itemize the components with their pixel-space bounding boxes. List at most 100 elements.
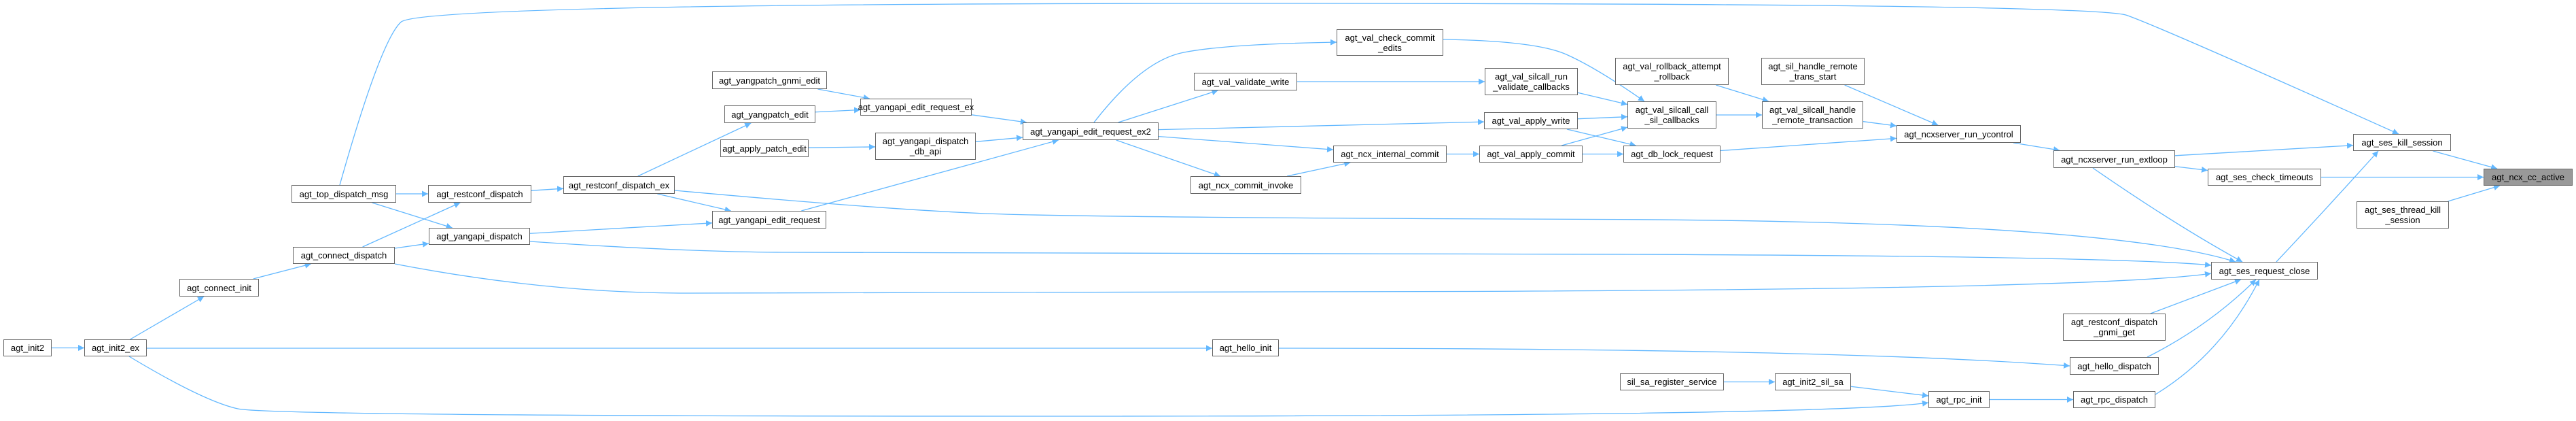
edge-agt_restconf_dispatch-to-agt_restconf_dispatch_ex (531, 186, 564, 192)
node-label: agt_sil_handle_remote _trans_start (1768, 61, 1858, 82)
node-label: agt_init2_ex (91, 343, 140, 353)
edge-agt_val_rollback_attempt_rollback-to-agt_val_silcall_handle_remote_transaction (1715, 84, 1769, 103)
node-agt-init2-ex[interactable]: agt_init2_ex (84, 339, 147, 356)
node-agt-val-check-commit-edits[interactable]: agt_val_check_commit _edits (1337, 29, 1443, 56)
node-label: agt_ncx_cc_active (2492, 172, 2564, 182)
edge-agt_yangapi_dispatch_db_api-to-agt_yangapi_edit_request_ex2 (975, 135, 1023, 142)
node-agt-val-silcall-run-validate-callbacks[interactable]: agt_val_silcall_run _validate_callbacks (1485, 68, 1578, 95)
node-label: agt_yangapi_edit_request_ex (858, 102, 974, 112)
node-label: agt_yangpatch_edit (731, 109, 809, 120)
node-label: agt_val_apply_write (1492, 116, 1570, 126)
node-sil-sa-register-service[interactable]: sil_sa_register_service (1620, 373, 1724, 390)
edge-agt_rpc_dispatch-to-agt_ses_request_close (2155, 279, 2260, 395)
edge-agt_yangapi_dispatch-to-agt_ses_request_close (529, 241, 2212, 268)
node-agt-ncxserver-run-extloop[interactable]: agt_ncxserver_run_extloop (2053, 150, 2175, 168)
node-agt-val-silcall-handle-remote-transaction[interactable]: agt_val_silcall_handle _remote_transacti… (1762, 101, 1863, 129)
node-agt-connect-dispatch[interactable]: agt_connect_dispatch (293, 247, 395, 264)
node-agt-ses-thread-kill-session[interactable]: agt_ses_thread_kill _session (2357, 201, 2449, 229)
node-label: agt_rpc_init (1936, 394, 1982, 405)
node-agt-restconf-dispatch-ex[interactable]: agt_restconf_dispatch_ex (563, 176, 675, 194)
edge-agt_yangpatch_edit-to-agt_yangapi_edit_request_ex (815, 107, 861, 114)
node-label: agt_val_silcall_run _validate_callbacks (1493, 71, 1570, 92)
node-label: agt_ncxserver_run_extloop (2061, 154, 2168, 165)
node-agt-restconf-dispatch-gnmi-get[interactable]: agt_restconf_dispatch _gnmi_get (2063, 314, 2166, 341)
node-label: agt_ncx_commit_invoke (1198, 180, 1294, 190)
node-agt-db-lock-request[interactable]: agt_db_lock_request (1623, 146, 1721, 163)
node-agt-top-dispatch-msg[interactable]: agt_top_dispatch_msg (292, 185, 396, 203)
edge-agt_ncxserver_run_extloop-to-agt_ses_kill_session (2174, 142, 2354, 156)
node-agt-apply-patch-edit[interactable]: agt_apply_patch_edit (720, 139, 809, 157)
node-agt-yangpatch-gnmi-edit[interactable]: agt_yangpatch_gnmi_edit (712, 71, 827, 89)
node-agt-connect-init[interactable]: agt_connect_init (179, 279, 259, 297)
node-label: agt_val_apply_commit (1487, 149, 1575, 159)
node-agt-hello-init[interactable]: agt_hello_init (1212, 339, 1279, 356)
node-agt-yangapi-edit-request-ex2[interactable]: agt_yangapi_edit_request_ex2 (1023, 122, 1159, 140)
node-agt-val-apply-write[interactable]: agt_val_apply_write (1484, 112, 1578, 129)
node-agt-init2[interactable]: agt_init2 (3, 339, 52, 356)
node-label: agt_rpc_dispatch (2080, 394, 2148, 405)
edge-agt_init2_ex-to-agt_connect_init (130, 296, 205, 340)
node-label: agt_val_silcall_handle _remote_transacti… (1769, 105, 1856, 125)
node-label: agt_ses_check_timeouts (2215, 172, 2314, 182)
node-agt-yangapi-dispatch-db-api[interactable]: agt_yangapi_dispatch _db_api (875, 133, 976, 160)
edge-agt_restconf_dispatch_gnmi_get-to-agt_ses_request_close (2150, 278, 2242, 314)
edge-agt_db_lock_request-to-agt_ncxserver_run_ycontrol (1720, 135, 1897, 152)
node-label: sil_sa_register_service (1627, 377, 1717, 387)
node-agt-rpc-init[interactable]: agt_rpc_init (1928, 391, 1990, 408)
node-label: agt_init2 (10, 343, 45, 353)
node-label: agt_ses_request_close (2219, 265, 2310, 276)
node-agt-val-rollback-attempt-rollback[interactable]: agt_val_rollback_attempt _rollback (1615, 58, 1729, 85)
node-agt-ncx-commit-invoke[interactable]: agt_ncx_commit_invoke (1190, 176, 1301, 194)
edge-agt_yangapi_edit_request_ex2-to-agt_ncx_internal_commit (1158, 135, 1334, 152)
node-agt-ses-kill-session[interactable]: agt_ses_kill_session (2353, 134, 2451, 151)
node-label: agt_restconf_dispatch _gnmi_get (2070, 317, 2158, 337)
node-agt-yangapi-edit-request-ex[interactable]: agt_yangapi_edit_request_ex (858, 99, 974, 116)
node-agt-ses-check-timeouts[interactable]: agt_ses_check_timeouts (2208, 169, 2321, 186)
node-label: agt_ncx_internal_commit (1341, 149, 1439, 159)
edge-agt_val_apply_write-to-agt_val_silcall_call_sil_callbacks (1577, 114, 1628, 120)
edge-agt_restconf_dispatch_ex-to-agt_yangapi_edit_request (657, 193, 731, 213)
node-label: agt_yangapi_edit_request (718, 214, 820, 225)
node-label: agt_yangapi_dispatch (436, 231, 523, 241)
node-agt-restconf-dispatch[interactable]: agt_restconf_dispatch (428, 185, 531, 203)
edge-agt_connect_dispatch-to-agt_ses_request_close (394, 263, 2212, 294)
node-agt-yangapi-edit-request[interactable]: agt_yangapi_edit_request (712, 211, 826, 229)
node-label: agt_restconf_dispatch_ex (568, 180, 670, 190)
node-agt-val-silcall-call-sil-callbacks[interactable]: agt_val_silcall_call _sil_callbacks (1627, 101, 1716, 129)
node-label: agt_db_lock_request (1631, 149, 1713, 159)
node-label: agt_val_validate_write (1201, 76, 1290, 87)
node-agt-init2-sil-sa[interactable]: agt_init2_sil_sa (1775, 373, 1851, 390)
edge-agt_val_apply_commit-to-agt_val_silcall_call_sil_callbacks (1561, 126, 1628, 146)
node-agt-val-apply-commit[interactable]: agt_val_apply_commit (1479, 146, 1583, 163)
edge-agt_yangapi_edit_request_ex2-to-agt_val_validate_write (1118, 89, 1218, 123)
node-label: agt_top_dispatch_msg (299, 188, 389, 199)
edge-agt_ncx_commit_invoke-to-agt_ncx_internal_commit (1286, 161, 1351, 177)
node-agt-val-validate-write[interactable]: agt_val_validate_write (1194, 73, 1297, 90)
node-agt-hello-dispatch[interactable]: agt_hello_dispatch (2070, 357, 2159, 375)
node-label: agt_connect_init (187, 282, 251, 293)
node-label: agt_init2_sil_sa (1782, 377, 1843, 387)
edge-agt_ncxserver_run_extloop-to-agt_ses_check_timeouts (2174, 166, 2208, 173)
edge-agt_hello_init-to-agt_hello_dispatch (1278, 348, 2070, 369)
edge-agt_restconf_dispatch_ex-to-agt_ses_request_close (674, 190, 2236, 263)
node-label: agt_ses_thread_kill _session (2364, 205, 2441, 225)
edge-agt_yangapi_edit_request_ex2-to-agt_ncx_commit_invoke (1116, 139, 1221, 178)
node-label: agt_restconf_dispatch (436, 188, 523, 199)
edge-agt_ses_kill_session-to-agt_ncx_cc_active (2433, 150, 2498, 170)
edge-agt_yangapi_dispatch-to-agt_yangapi_edit_request (529, 220, 713, 234)
edge-agt_connect_dispatch-to-agt_yangapi_dispatch (394, 241, 429, 249)
edge-agt_val_silcall_handle_remote_transaction-to-agt_ncxserver_run_ycontrol (1863, 121, 1897, 129)
node-agt-ncxserver-run-ycontrol[interactable]: agt_ncxserver_run_ycontrol (1896, 125, 2021, 143)
node-agt-sil-handle-remote-trans-start[interactable]: agt_sil_handle_remote _trans_start (1761, 58, 1865, 85)
node-label: agt_yangapi_dispatch _db_api (882, 136, 969, 156)
node-agt-rpc-dispatch[interactable]: agt_rpc_dispatch (2073, 391, 2155, 408)
edge-agt_ncxserver_run_ycontrol-to-agt_ncxserver_run_extloop (2013, 142, 2060, 153)
node-agt-ses-request-close[interactable]: agt_ses_request_close (2211, 262, 2318, 280)
node-agt-ncx-cc-active: agt_ncx_cc_active (2484, 169, 2573, 186)
edge-agt_apply_patch_edit-to-agt_yangapi_dispatch_db_api (808, 144, 876, 150)
node-agt-ncx-internal-commit[interactable]: agt_ncx_internal_commit (1333, 146, 1447, 163)
node-agt-yangpatch-edit[interactable]: agt_yangpatch_edit (724, 105, 815, 123)
node-agt-yangapi-dispatch[interactable]: agt_yangapi_dispatch (429, 228, 530, 245)
